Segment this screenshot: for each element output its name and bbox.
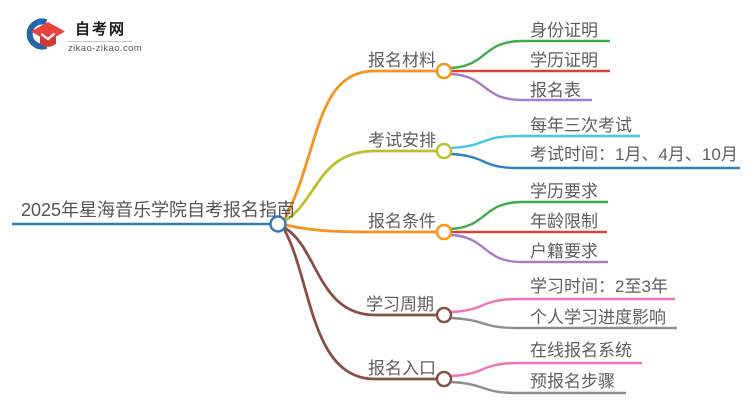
node-registration-form-line: [450, 72, 592, 102]
central-topic-node-circle[interactable]: [269, 215, 287, 233]
branch-study-period-line: [284, 226, 437, 317]
node-age-limit-label[interactable]: 年龄限制: [530, 212, 598, 231]
node-residency-requirement-label[interactable]: 户籍要求: [530, 242, 598, 261]
node-pre-registration-steps-line: [450, 380, 626, 395]
branch-requirements-line: [285, 223, 438, 234]
branch-exam-schedule-line: [284, 149, 437, 223]
branch-materials-node-circle[interactable]: [435, 62, 453, 80]
node-id-proof-label[interactable]: 身份证明: [530, 21, 598, 40]
branch-entry-line: [282, 228, 437, 381]
branch-requirements-node-circle[interactable]: [435, 223, 453, 241]
branch-exam-schedule-label[interactable]: 考试安排: [368, 131, 436, 150]
site-logo[interactable]: 自考网 zikao-zikao.com: [22, 16, 152, 58]
branch-study-period-node-circle[interactable]: [435, 306, 453, 324]
node-online-system-line: [450, 361, 642, 378]
node-exam-dates-label[interactable]: 考试时间：1月、4月、10月: [530, 145, 738, 164]
node-online-system-label[interactable]: 在线报名系统: [530, 341, 632, 360]
node-residency-requirement-line: [450, 233, 608, 264]
node-study-duration-label[interactable]: 学习时间：2至3年: [530, 277, 668, 296]
node-registration-form-label[interactable]: 报名表: [530, 81, 581, 100]
node-study-duration-line: [450, 297, 675, 314]
site-url: zikao-zikao.com: [68, 43, 143, 54]
node-education-requirement-label[interactable]: 学历要求: [530, 182, 598, 201]
node-id-proof-line: [450, 39, 610, 70]
graduation-cap-icon: [26, 18, 65, 50]
node-exam-dates-line: [450, 152, 740, 170]
node-exams-per-year-label[interactable]: 每年三次考试: [530, 116, 632, 135]
central-topic[interactable]: 2025年星海音乐学院自考报名指南: [21, 200, 296, 220]
branch-materials-line: [283, 69, 437, 220]
branch-requirements-label[interactable]: 报名条件: [368, 212, 436, 231]
branch-materials-label[interactable]: 报名材料: [368, 51, 436, 70]
node-pre-registration-steps-label[interactable]: 预报名步骤: [530, 372, 615, 391]
node-education-proof-label[interactable]: 学历证明: [530, 51, 598, 70]
node-personal-progress-label[interactable]: 个人学习进度影响: [530, 308, 666, 327]
node-personal-progress-line: [450, 316, 677, 330]
node-education-requirement-line: [450, 200, 608, 231]
branch-entry-node-circle[interactable]: [435, 370, 453, 388]
logo-divider: [67, 41, 132, 42]
node-exams-per-year-line: [450, 134, 640, 150]
branch-exam-schedule-node-circle[interactable]: [435, 142, 453, 160]
branch-entry-label[interactable]: 报名入口: [368, 359, 436, 378]
branch-study-period-label[interactable]: 学习周期: [366, 295, 434, 314]
site-name: 自考网: [75, 21, 127, 38]
